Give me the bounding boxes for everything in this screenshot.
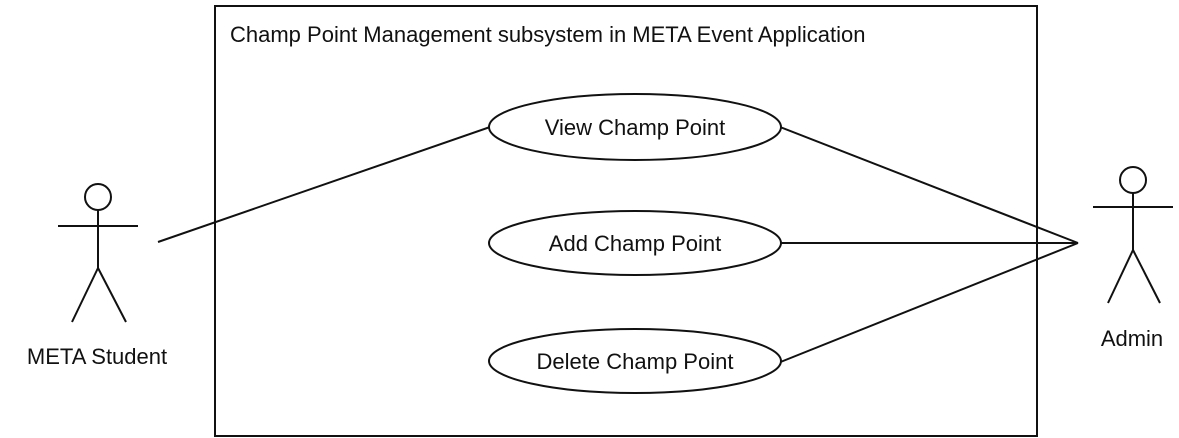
use-case-ellipse <box>488 210 782 276</box>
use-case-label: Delete Champ Point <box>537 349 734 374</box>
use-case-add-champ-point: Add Champ Point <box>488 210 782 276</box>
actor-meta-student: META Student <box>27 183 167 369</box>
use-case-ellipse <box>488 328 782 394</box>
actor-label: Admin <box>1101 326 1163 351</box>
stick-figure-icon <box>1093 166 1173 304</box>
stick-figure-icon <box>58 183 138 323</box>
use-case-delete-champ-point: Delete Champ Point <box>488 328 782 394</box>
use-case-label: Add Champ Point <box>549 231 721 256</box>
use-case-label: View Champ Point <box>545 115 726 140</box>
actor-label: META Student <box>27 344 167 369</box>
association-student-view <box>157 126 491 243</box>
actor-admin: Admin <box>1093 166 1173 351</box>
association-admin-delete <box>777 242 1079 364</box>
use-case-view-champ-point: View Champ Point <box>488 93 782 161</box>
use-case-ellipse <box>488 93 782 161</box>
system-title: Champ Point Management subsystem in META… <box>230 22 865 47</box>
association-admin-view <box>779 126 1079 244</box>
